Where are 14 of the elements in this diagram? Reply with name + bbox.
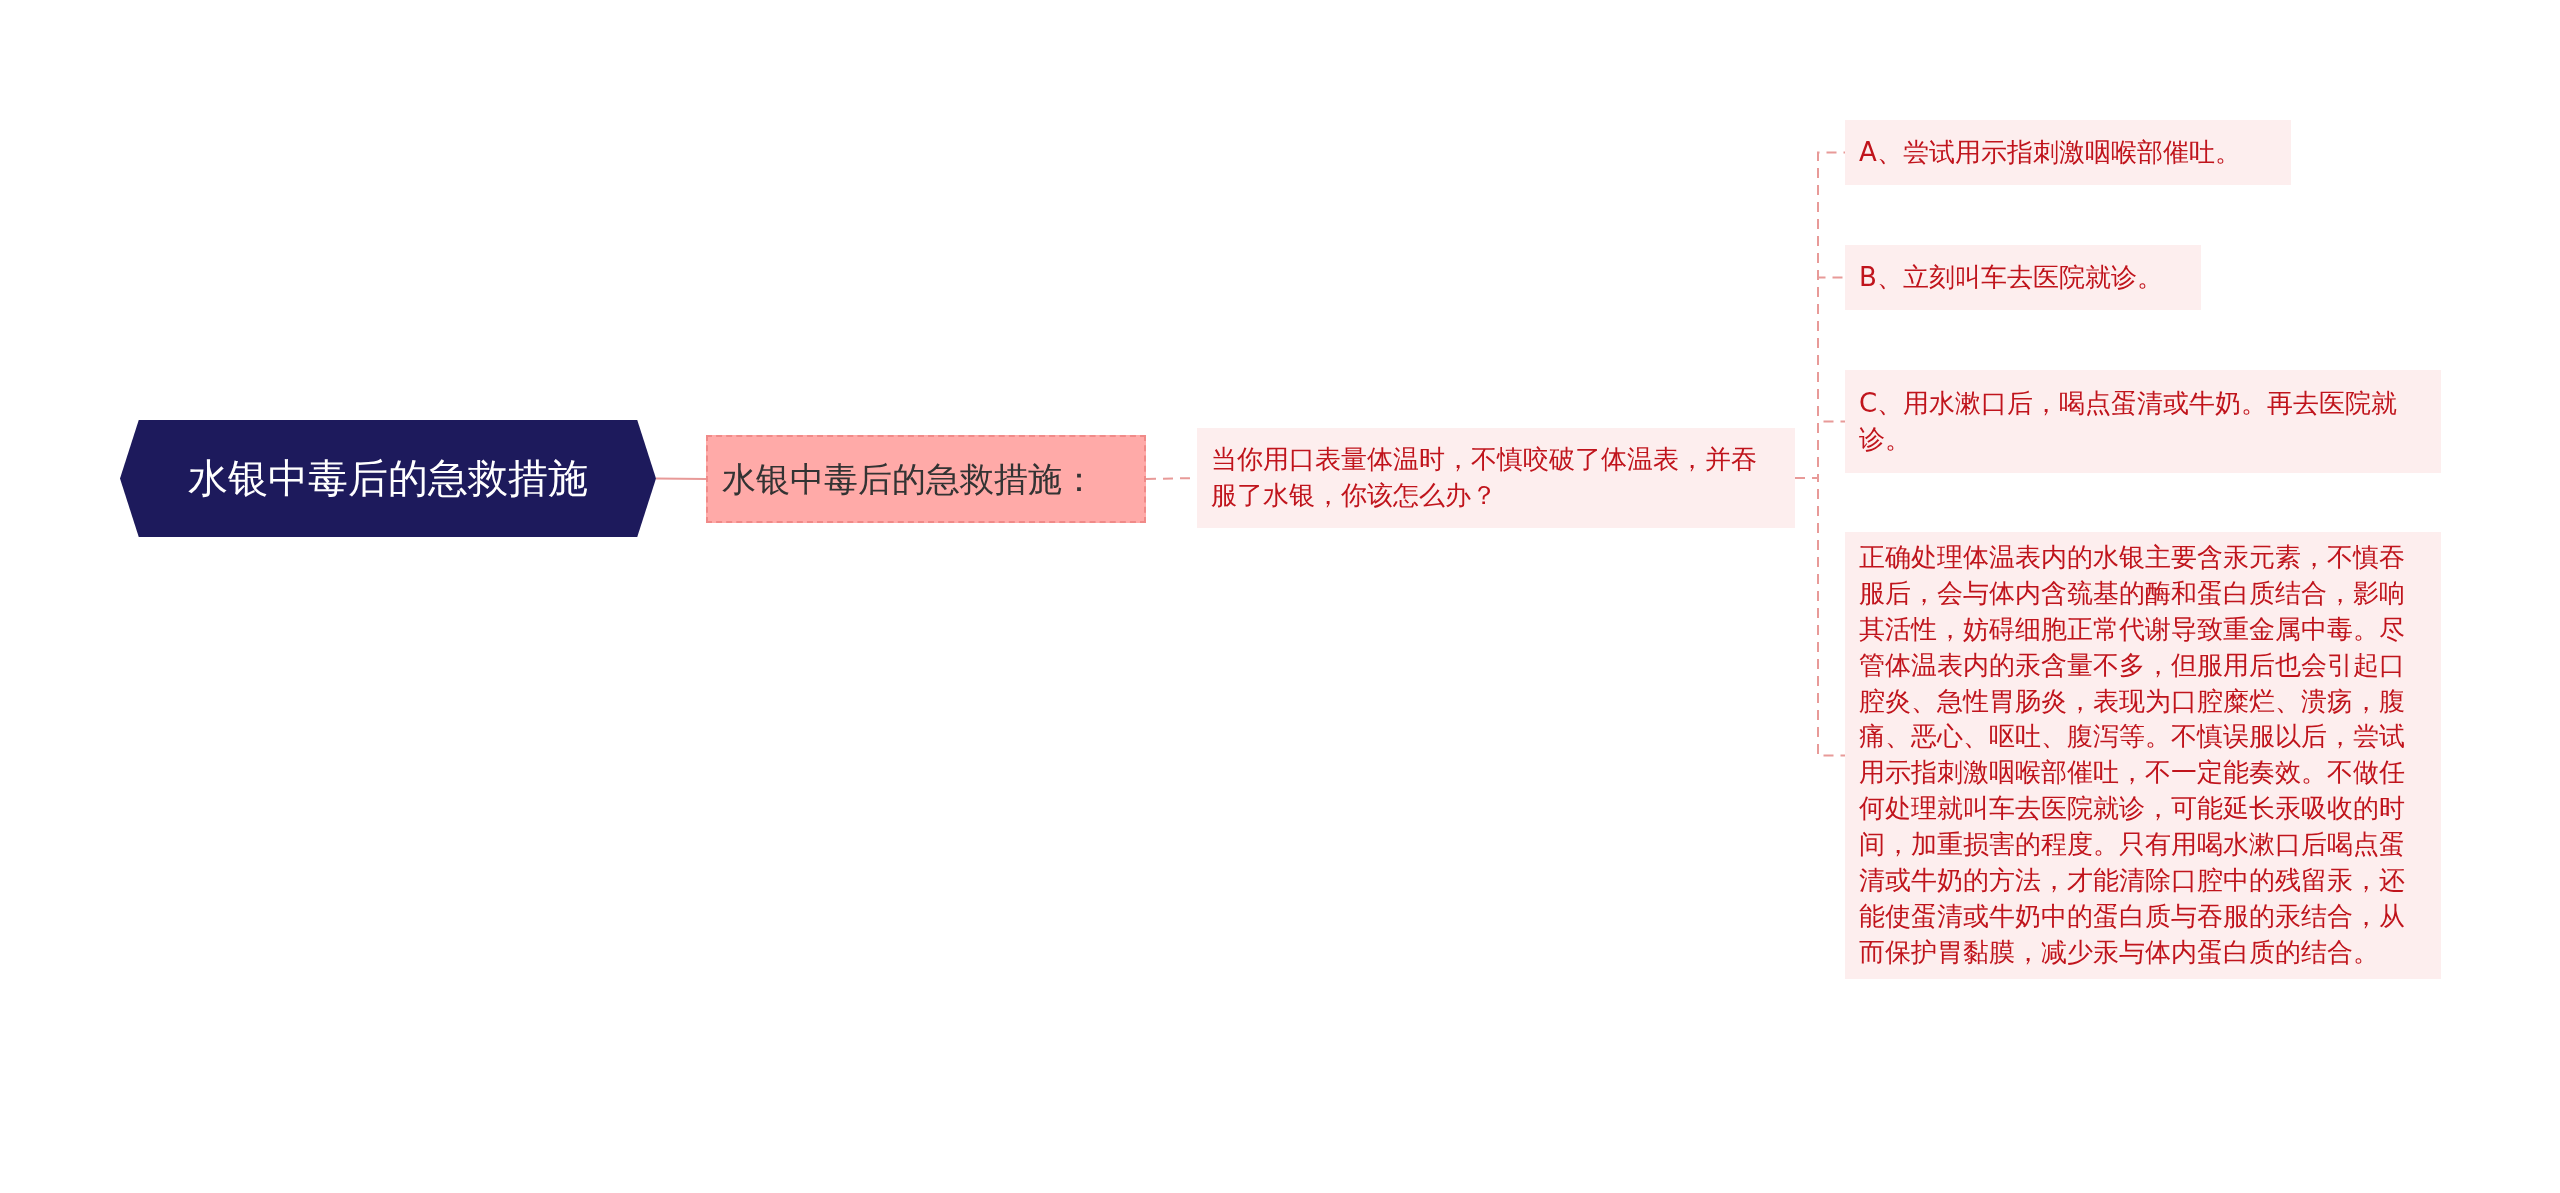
node-text: B、立刻叫车去医院就诊。 bbox=[1859, 260, 2163, 294]
text-box bbox=[1845, 370, 2441, 473]
node-text: 水银中毒后的急救措施： bbox=[722, 457, 1096, 501]
node-text: A、尝试用示指刺激咽喉部催吐。 bbox=[1859, 135, 2241, 169]
connector-line bbox=[1794, 477, 1846, 757]
hexagon-node bbox=[120, 420, 656, 537]
text-box bbox=[1845, 120, 2291, 185]
title-text: 水银中毒后的急救措施 bbox=[188, 453, 588, 503]
node-text: 正确处理体温表内的水银主要含汞元素，不慎吞服后，会与体内含巯基的酶和蛋白质结合，影响其活性，妨碍细胞正常代谢导致重金属中毒。尽管体温表内的汞含量不多，但服用后也会引起口腔炎、急性胃肠炎，表现为口腔糜烂、溃疡，腹痛、恶心、呕吐、腹泻等。不慎误服以后，尝试用示指刺激咽喉部催吐，不一定能奏效。不做任何处理就叫车去医院就诊，可能延长汞吸收的时间，加重损害的程度。只有用喝水漱口后喝点蛋清或牛奶的方法，才能清除口腔中的残留汞，还能使蛋清或牛奶中的蛋白质与吞服的汞结合，从而保护胃黏膜，减少汞与体内蛋白质的结合。 bbox=[1859, 541, 2406, 969]
connector-line bbox=[655, 477, 707, 480]
node-text: 当你用口表量体温时，不慎咬破了体温表，并吞服了水银，你该怎么办？ bbox=[1211, 443, 1758, 512]
text-box bbox=[1197, 428, 1795, 528]
topic-box bbox=[706, 435, 1146, 523]
node-text: C、用水漱口后，喝点蛋清或牛奶。再去医院就诊。 bbox=[1859, 386, 2399, 456]
